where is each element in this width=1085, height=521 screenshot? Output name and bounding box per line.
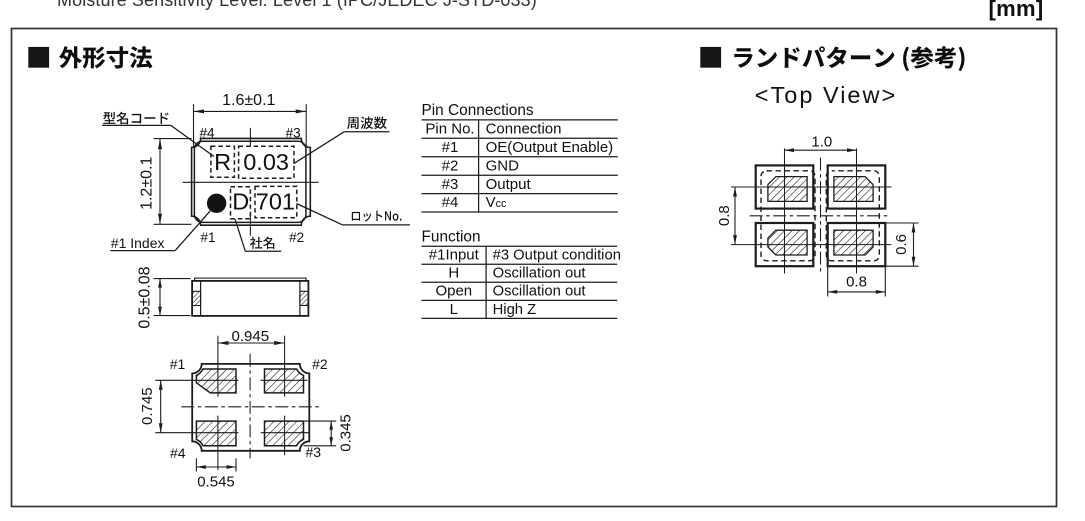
svg-text:701: 701 <box>256 189 295 215</box>
svg-text:#4: #4 <box>199 125 215 140</box>
svg-text:Oscillation out: Oscillation out <box>493 266 586 282</box>
svg-text:#1Input: #1Input <box>429 247 480 264</box>
svg-text:0.8: 0.8 <box>716 205 733 226</box>
svg-text:1.6±0.1: 1.6±0.1 <box>222 92 275 109</box>
svg-text:High Z: High Z <box>493 302 537 318</box>
svg-text:H: H <box>448 265 459 282</box>
svg-text:D: D <box>232 189 249 215</box>
svg-text:0.745: 0.745 <box>139 387 156 425</box>
svg-text:#3: #3 <box>286 125 301 140</box>
svg-text:Function: Function <box>422 228 481 245</box>
svg-text:R: R <box>214 149 231 175</box>
svg-text:0.345: 0.345 <box>337 414 354 452</box>
svg-text:#2: #2 <box>312 356 328 372</box>
svg-text:<Top View>: <Top View> <box>755 82 897 108</box>
svg-text:1.2±0.1: 1.2±0.1 <box>139 157 156 210</box>
svg-text:OE(Output Enable): OE(Output Enable) <box>486 139 614 156</box>
svg-text:GND: GND <box>486 157 519 174</box>
svg-text:Pin Connections: Pin Connections <box>422 102 534 119</box>
svg-text:0.5±0.08: 0.5±0.08 <box>137 266 154 328</box>
svg-text:Pin No.: Pin No. <box>425 121 474 138</box>
svg-text:0.545: 0.545 <box>197 473 235 490</box>
svg-text:0.6: 0.6 <box>893 234 910 255</box>
svg-text:Vcc: Vcc <box>486 194 507 211</box>
svg-text:#2: #2 <box>289 230 304 245</box>
svg-text:#4: #4 <box>170 445 186 461</box>
svg-text:#2: #2 <box>442 157 459 174</box>
svg-text:Oscillation out: Oscillation out <box>493 284 586 300</box>
svg-text:#3: #3 <box>306 444 322 460</box>
svg-text:#1: #1 <box>442 139 459 156</box>
svg-text:#1: #1 <box>170 356 186 372</box>
svg-text:0.8: 0.8 <box>846 274 867 291</box>
svg-text:#1: #1 <box>200 230 215 245</box>
svg-text:#3 Output condition: #3 Output condition <box>493 248 621 264</box>
svg-text:L: L <box>450 301 458 318</box>
svg-text:0.03: 0.03 <box>243 149 289 175</box>
svg-text:0.945: 0.945 <box>232 328 270 345</box>
svg-text:Open: Open <box>435 283 472 300</box>
svg-text:[mm]: [mm] <box>989 0 1044 21</box>
svg-text:Output: Output <box>486 176 532 193</box>
svg-text:#3: #3 <box>442 176 459 193</box>
svg-text:Moisture Sensitivity Level: Le: Moisture Sensitivity Level: Level 1 (IPC… <box>57 0 537 10</box>
svg-text:1.0: 1.0 <box>811 134 832 151</box>
svg-text:#1 Index: #1 Index <box>111 235 165 251</box>
svg-text:#4: #4 <box>442 194 459 211</box>
svg-text:Connection: Connection <box>486 121 562 138</box>
